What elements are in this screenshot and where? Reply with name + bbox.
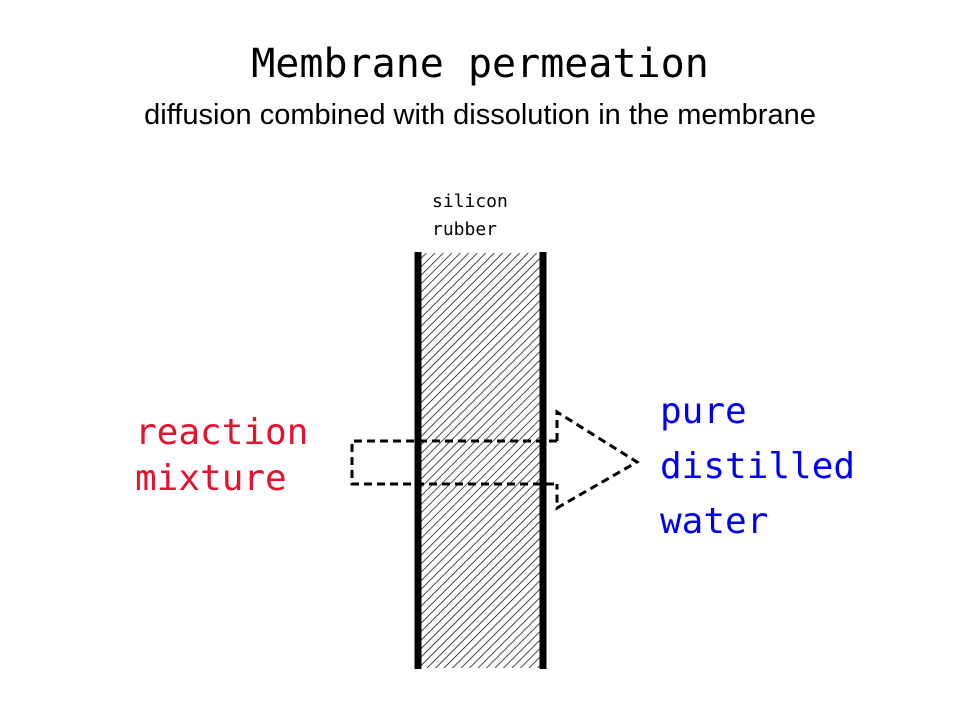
membrane-label: silicon rubber [432,188,572,244]
right-label-line-3: water [660,501,769,542]
membrane-label-line-1: silicon [432,191,508,212]
right-label-line-1: pure [660,391,747,432]
membrane-hatching [421,253,541,668]
slide-title: Membrane permeation [251,41,709,87]
dashed-right-arrow-icon [350,409,640,511]
membrane [414,252,547,669]
membrane-label-line-2: rubber [432,219,498,240]
left-label-line-1: reaction [135,412,309,453]
reaction-mixture-label: reaction mixture [135,410,308,502]
right-label-line-2: distilled [660,446,856,487]
left-label-line-2: mixture [135,458,287,499]
slide-subtitle: diffusion combined with dissolution in t… [144,99,816,131]
distilled-water-label: pure distilled water [660,384,855,549]
